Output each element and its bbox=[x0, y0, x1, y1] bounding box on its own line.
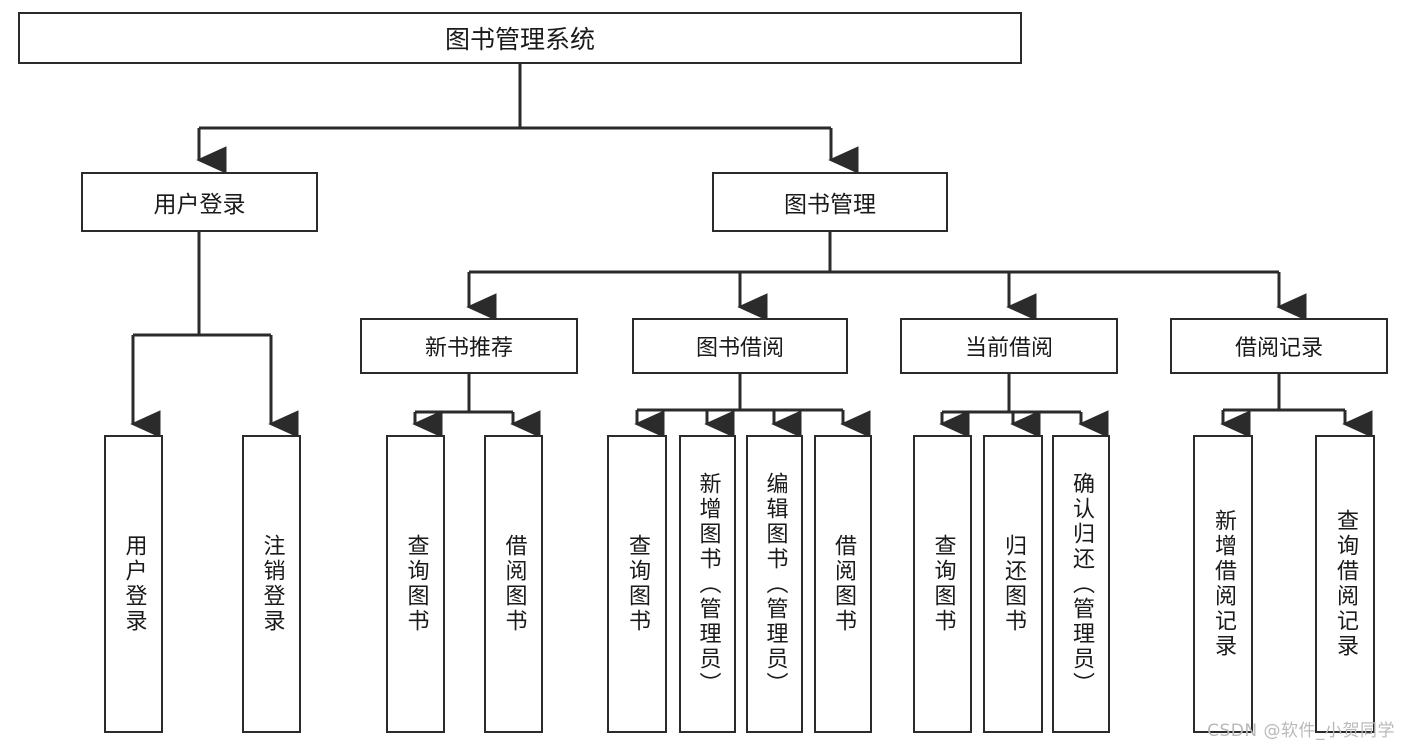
leaf-label: 编辑图书（管理员） bbox=[762, 471, 788, 697]
csdn-watermark: CSDN @软件_小贺同学 bbox=[1207, 721, 1395, 741]
leaf-borrow-book-recommend[interactable]: 借阅图书 bbox=[484, 435, 543, 733]
leaf-add-book-admin[interactable]: 新增图书（管理员） bbox=[679, 435, 736, 733]
node-root[interactable]: 图书管理系统 bbox=[18, 12, 1022, 64]
leaf-return-book[interactable]: 归还图书 bbox=[983, 435, 1043, 733]
leaf-label: 查询图书 bbox=[625, 534, 650, 634]
leaf-label: 用户登录 bbox=[121, 534, 147, 634]
leaf-label: 新增借阅记录 bbox=[1211, 509, 1236, 659]
node-book-management[interactable]: 图书管理 bbox=[712, 172, 948, 232]
leaf-label: 新增图书（管理员） bbox=[695, 471, 721, 697]
node-current-borrow[interactable]: 当前借阅 bbox=[900, 318, 1118, 374]
leaf-query-borrow-record[interactable]: 查询借阅记录 bbox=[1315, 435, 1375, 733]
leaf-label: 查询借阅记录 bbox=[1333, 509, 1358, 659]
leaf-label: 借阅图书 bbox=[831, 534, 856, 634]
node-new-book-recommend[interactable]: 新书推荐 bbox=[360, 318, 578, 374]
leaf-label: 查询图书 bbox=[403, 534, 429, 634]
leaf-label: 确认归还（管理员） bbox=[1069, 471, 1094, 697]
node-book-borrow[interactable]: 图书借阅 bbox=[632, 318, 848, 374]
leaf-label: 借阅图书 bbox=[501, 534, 527, 634]
leaf-confirm-return-admin[interactable]: 确认归还（管理员） bbox=[1052, 435, 1110, 733]
leaf-borrow-book[interactable]: 借阅图书 bbox=[814, 435, 872, 733]
leaf-label: 查询图书 bbox=[930, 534, 956, 634]
leaf-query-book-recommend[interactable]: 查询图书 bbox=[386, 435, 445, 733]
leaf-label: 注销登录 bbox=[259, 534, 285, 634]
leaf-add-borrow-record[interactable]: 新增借阅记录 bbox=[1193, 435, 1253, 733]
node-user-login[interactable]: 用户登录 bbox=[81, 172, 318, 232]
leaf-logout[interactable]: 注销登录 bbox=[242, 435, 301, 733]
leaf-query-book-current[interactable]: 查询图书 bbox=[913, 435, 972, 733]
leaf-label: 归还图书 bbox=[1001, 534, 1026, 634]
node-borrow-record[interactable]: 借阅记录 bbox=[1170, 318, 1388, 374]
leaf-user-login[interactable]: 用户登录 bbox=[104, 435, 163, 733]
leaf-query-book-borrow[interactable]: 查询图书 bbox=[607, 435, 667, 733]
leaf-edit-book-admin[interactable]: 编辑图书（管理员） bbox=[746, 435, 803, 733]
